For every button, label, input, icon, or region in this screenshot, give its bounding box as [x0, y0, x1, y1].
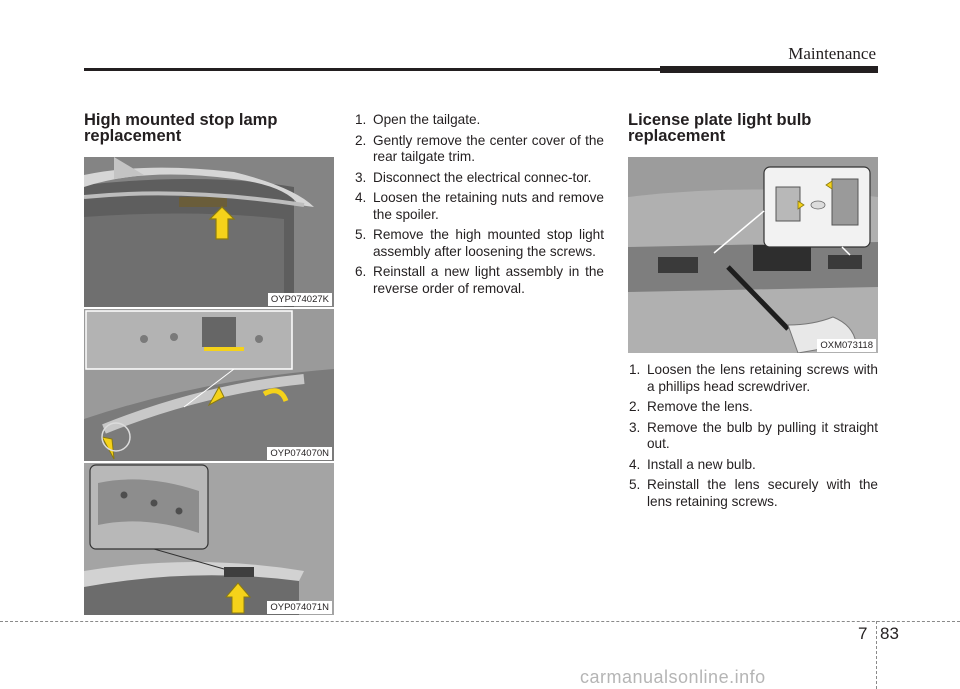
spoiler-lamp-illustration	[84, 157, 334, 307]
step-text: Disconnect the electrical connec-tor.	[373, 169, 592, 185]
step-number: 2.	[355, 132, 367, 148]
heading-license-plate: License plate light bulb replacement	[628, 111, 812, 145]
step-number: 4.	[355, 190, 367, 205]
figure-code: OYP074070N	[267, 447, 332, 460]
figure-code: OXM073118	[817, 339, 876, 352]
list-item: 3. Disconnect the electrical connec-tor.	[355, 170, 604, 187]
step-text: Open the tailgate.	[373, 112, 481, 127]
list-item: 5. Reinstall the lens securely with the l…	[629, 477, 878, 510]
left-section: High mounted stop lamp replacement	[84, 111, 334, 145]
heading-stop-lamp: High mounted stop lamp replacement	[84, 111, 278, 145]
list-item: 1. Loosen the lens retaining screws with …	[629, 362, 878, 395]
step-number: 4.	[629, 456, 641, 472]
step-number: 2.	[629, 399, 641, 414]
watermark[interactable]: carmanualsonline.info	[580, 667, 766, 687]
step-number: 5.	[355, 227, 367, 242]
list-item: 2. Gently remove the center cover of the …	[355, 133, 604, 166]
list-item: 5. Remove the high mounted stop light ass…	[355, 227, 604, 260]
stop-lamp-steps: 1. Open the tailgate. 2. Gently remove the…	[355, 112, 604, 301]
list-item: 4. Install a new bulb.	[629, 457, 878, 474]
figure-spoiler-lamp: OYP074027K	[84, 157, 334, 307]
list-item: 4. Loosen the retaining nuts and remove t…	[355, 190, 604, 223]
step-text: Install a new bulb.	[647, 456, 756, 472]
right-section: License plate light bulb replacement	[628, 111, 878, 145]
license-light-steps: 1. Loosen the lens retaining screws with …	[629, 362, 878, 514]
page-number: 83	[880, 624, 899, 643]
figure-lamp-removal: OYP074071N	[84, 463, 334, 615]
footer-divider	[876, 621, 877, 689]
list-item: 2. Remove the lens.	[629, 399, 878, 416]
footer-rule	[0, 621, 960, 622]
chapter-number: 7	[858, 624, 868, 643]
list-item: 6. Reinstall a new light assembly in the …	[355, 264, 604, 297]
step-number: 3.	[355, 169, 367, 185]
step-number: 5.	[629, 477, 641, 492]
list-item: 1. Open the tailgate.	[355, 112, 604, 129]
step-text: Remove the bulb by pulling it straight o…	[647, 419, 878, 452]
step-number: 1.	[629, 362, 641, 377]
tailgate-connector-illustration	[84, 309, 334, 461]
step-text: Loosen the lens retaining screws with a …	[647, 362, 878, 394]
step-number: 3.	[629, 419, 641, 435]
figure-license-light: OXM073118	[628, 157, 878, 353]
step-text: Remove the lens.	[647, 399, 753, 414]
header-rule-thick	[660, 66, 878, 73]
step-number: 1.	[355, 112, 367, 127]
section-title: Maintenance	[788, 44, 876, 63]
step-number: 6.	[355, 264, 367, 279]
step-text: Reinstall the lens securely with the len…	[647, 477, 878, 509]
step-text: Loosen the retaining nuts and remove the…	[373, 190, 604, 222]
lamp-removal-illustration	[84, 463, 334, 615]
list-item: 3. Remove the bulb by pulling it straight…	[629, 420, 878, 453]
step-text: Remove the high mounted stop light assem…	[373, 227, 604, 259]
figure-code: OYP074027K	[267, 293, 332, 306]
step-text: Reinstall a new light assembly in the re…	[373, 264, 604, 296]
license-light-illustration	[628, 157, 878, 353]
figure-code: OYP074071N	[267, 601, 332, 614]
figure-tailgate-connector: OYP074070N	[84, 309, 334, 461]
header-rule	[84, 68, 664, 71]
step-text: Gently remove the center cover of the re…	[373, 132, 604, 165]
